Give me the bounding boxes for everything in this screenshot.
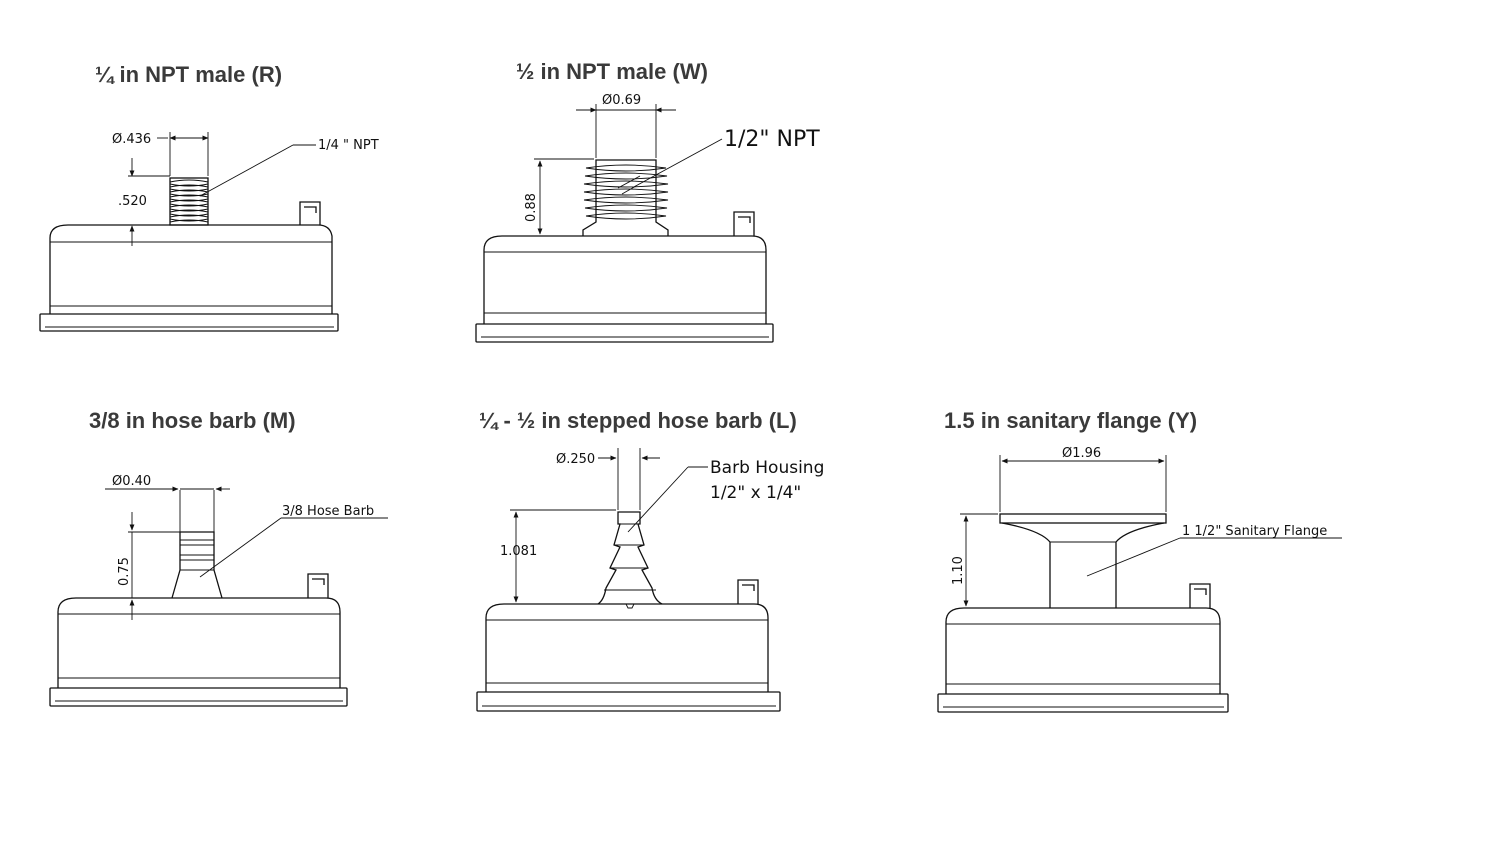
- view-npt-quarter: ¼ in NPT male (R) Ø.436: [39, 62, 379, 332]
- view-title: ¼ in NPT male (R): [95, 62, 282, 87]
- dimension-diameter-label: Ø0.40: [112, 474, 151, 489]
- dimension-height-label: 0.88: [524, 193, 539, 222]
- callout-label: 1/4 " NPT: [318, 138, 379, 153]
- callout-label-line2: 1/2" x 1/4": [710, 483, 801, 503]
- callout: 1 1/2" Sanitary Flange: [1086, 524, 1342, 577]
- view-sanitary-flange: 1.5 in sanitary flange (Y) Ø1.96 1.10: [937, 408, 1342, 713]
- gauge-body: [476, 579, 781, 712]
- view-title: ½ in NPT male (W): [516, 59, 708, 84]
- dimension-height: .520: [118, 158, 170, 246]
- dimension-diameter: Ø0.40: [105, 474, 230, 492]
- callout: Barb Housing 1/2" x 1/4": [627, 458, 824, 533]
- view-stepped-hose-barb: ¼ - ½ in stepped hose barb (L) Ø.250 1.0…: [476, 408, 824, 712]
- dimension-height-label: .520: [118, 194, 147, 209]
- view-title: 1.5 in sanitary flange (Y): [944, 408, 1197, 433]
- threaded-fitting: [169, 177, 209, 226]
- view-hose-barb: 3/8 in hose barb (M) Ø0.40 0.75: [49, 408, 388, 707]
- callout: 1/4 " NPT: [199, 138, 379, 197]
- dimension-height-label: 1.081: [500, 544, 537, 559]
- callout-label: 1/2" NPT: [724, 127, 820, 152]
- view-title: ¼ - ½ in stepped hose barb (L): [479, 408, 797, 433]
- dimension-diameter-label: Ø.436: [112, 132, 151, 147]
- callout-label: 3/8 Hose Barb: [282, 504, 374, 519]
- dimension-height: 0.75: [117, 512, 180, 620]
- dimension-height-label: 1.10: [951, 556, 966, 585]
- dimension-height: 0.88: [524, 158, 594, 237]
- dimension-diameter-label: Ø.250: [556, 452, 595, 467]
- dimension-diameter: Ø.436: [112, 132, 209, 176]
- dimension-diameter: Ø1.96: [1001, 446, 1165, 464]
- dimension-height: 1.081: [500, 509, 616, 603]
- gauge-body: [49, 573, 348, 707]
- hose-barb-fitting: [171, 490, 223, 599]
- callout: 1/2" NPT: [631, 127, 820, 189]
- dimension-height: 1.10: [951, 513, 998, 607]
- sanitary-flange-fitting: [999, 455, 1167, 608]
- dimension-height-label: 0.75: [117, 557, 132, 586]
- gauge-body: [937, 583, 1229, 713]
- view-npt-half: ½ in NPT male (W) Ø0.69: [475, 59, 820, 343]
- callout-label: 1 1/2" Sanitary Flange: [1182, 524, 1327, 539]
- callout-label-line1: Barb Housing: [710, 458, 824, 478]
- dimension-diameter: Ø.250: [556, 452, 660, 467]
- dimension-diameter-label: Ø0.69: [602, 93, 641, 108]
- gauge-body: [475, 211, 774, 343]
- callout: 3/8 Hose Barb: [199, 504, 388, 578]
- stepped-barb-fitting: [597, 448, 663, 609]
- threaded-fitting: [582, 159, 669, 236]
- view-title: 3/8 in hose barb (M): [89, 408, 296, 433]
- dimension-diameter-label: Ø1.96: [1062, 446, 1101, 461]
- dimension-diameter: Ø0.69: [576, 93, 676, 158]
